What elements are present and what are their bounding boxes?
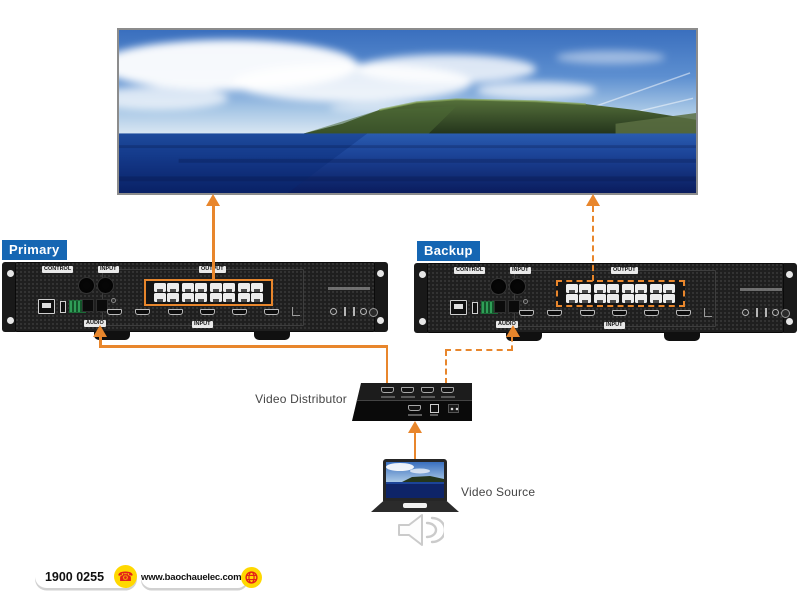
laptop-base xyxy=(371,501,459,512)
control-port-label: CONTROL xyxy=(454,267,486,274)
terminal-block xyxy=(481,301,498,314)
arrow-source-to-distributor xyxy=(408,421,422,433)
sea-landscape-image xyxy=(119,30,696,193)
distributor-input-face xyxy=(352,401,472,421)
ethernet-control-port xyxy=(38,299,55,314)
hotline-badge: 1900 0255 ☎ xyxy=(35,565,137,588)
video-distributor-label: Video Distributor xyxy=(255,392,347,406)
website-badge[interactable]: www.baochauelec.com xyxy=(141,567,263,588)
video-source-laptop xyxy=(383,459,447,501)
power-button xyxy=(781,309,790,318)
audio-port-label: AUDIO xyxy=(496,321,518,328)
arrow-into-backup-hdmi xyxy=(506,325,520,337)
ethernet-control-port xyxy=(450,300,467,315)
device-rear-panel: CONTROL INPUT OUTPUT AUDIO INPUT xyxy=(15,262,378,332)
hdmi-port xyxy=(232,309,247,315)
hdmi-input-port xyxy=(107,309,122,315)
output-section-label: OUTPUT xyxy=(611,267,638,274)
input-bottom-label: INPUT xyxy=(604,322,625,329)
line-primary-hdmi xyxy=(99,336,102,347)
line-source-to-distributor xyxy=(413,432,416,459)
backup-label: Backup xyxy=(417,241,480,261)
hdmi-port xyxy=(644,310,659,316)
audio-connector xyxy=(82,299,94,312)
distributor-output-face xyxy=(352,383,472,401)
hdmi-out-port xyxy=(421,387,434,393)
arrow-into-primary-hdmi xyxy=(93,325,107,337)
line-to-distributor-port1 xyxy=(385,345,388,384)
hdmi-port xyxy=(168,309,183,315)
speaker-icon xyxy=(396,511,447,554)
hdmi-port xyxy=(547,310,562,316)
line-primary-horizontal xyxy=(99,345,388,348)
video-distributor-device xyxy=(352,383,472,421)
xlr-connector xyxy=(509,278,526,295)
output-rj45-highlight xyxy=(556,280,685,307)
hotline-number: 1900 0255 xyxy=(44,569,105,584)
line-backup-to-wall xyxy=(592,206,594,281)
hdmi-out-port xyxy=(381,387,394,393)
hdmi-port xyxy=(676,310,691,316)
hdmi-port xyxy=(200,309,215,315)
audio-connector xyxy=(508,300,520,313)
arrow-backup-to-wall xyxy=(586,194,600,206)
hdmi-port xyxy=(612,310,627,316)
xlr-connector xyxy=(78,277,95,294)
website-url[interactable]: www.baochauelec.com xyxy=(141,572,242,583)
usb-port xyxy=(60,301,66,313)
hdmi-port xyxy=(264,309,279,315)
laptop-screen-image xyxy=(386,462,444,498)
phone-icon: ☎ xyxy=(114,565,137,588)
rack-ear xyxy=(414,263,430,333)
input-section-label: INPUT xyxy=(510,267,531,274)
hdmi-port xyxy=(580,310,595,316)
video-wall-display xyxy=(117,28,698,195)
audio-connector xyxy=(96,299,108,312)
input-bottom-label: INPUT xyxy=(192,321,213,328)
audio-connector xyxy=(494,300,506,313)
video-source-label: Video Source xyxy=(461,485,536,499)
primary-processor: CONTROL INPUT OUTPUT AUDIO INPUT xyxy=(2,262,388,340)
power-rating-text xyxy=(328,287,370,290)
usb-port xyxy=(472,302,478,314)
line-backup-horizontal xyxy=(445,349,513,351)
power-rating-text xyxy=(740,288,782,291)
line-backup-hdmi xyxy=(511,336,513,351)
hdmi-in-port xyxy=(408,405,421,411)
power-button xyxy=(369,308,378,317)
primary-label: Primary xyxy=(2,240,67,260)
rack-ear xyxy=(2,262,18,332)
hdmi-port xyxy=(135,309,150,315)
audio-port-label: AUDIO xyxy=(84,320,106,327)
control-port-label: CONTROL xyxy=(42,266,74,273)
laptop-touchpad xyxy=(403,503,427,508)
device-rear-panel: CONTROL INPUT OUTPUT AUDIO INPUT xyxy=(427,263,790,333)
power-connector xyxy=(448,404,459,413)
xlr-connector xyxy=(490,278,507,295)
hdmi-out-port xyxy=(401,387,414,393)
input-section-label: INPUT xyxy=(98,266,119,273)
xlr-connector xyxy=(97,277,114,294)
globe-icon xyxy=(241,567,263,588)
usb-port xyxy=(430,404,439,413)
line-to-distributor-port4 xyxy=(445,350,447,384)
hdmi-input-port xyxy=(519,310,534,316)
output-rj45-highlight xyxy=(144,279,273,306)
hdmi-out-port xyxy=(441,387,454,393)
line-primary-to-wall xyxy=(212,206,215,280)
arrow-primary-to-wall xyxy=(206,194,220,206)
backup-processor: CONTROL INPUT OUTPUT AUDIO INPUT xyxy=(414,263,797,341)
